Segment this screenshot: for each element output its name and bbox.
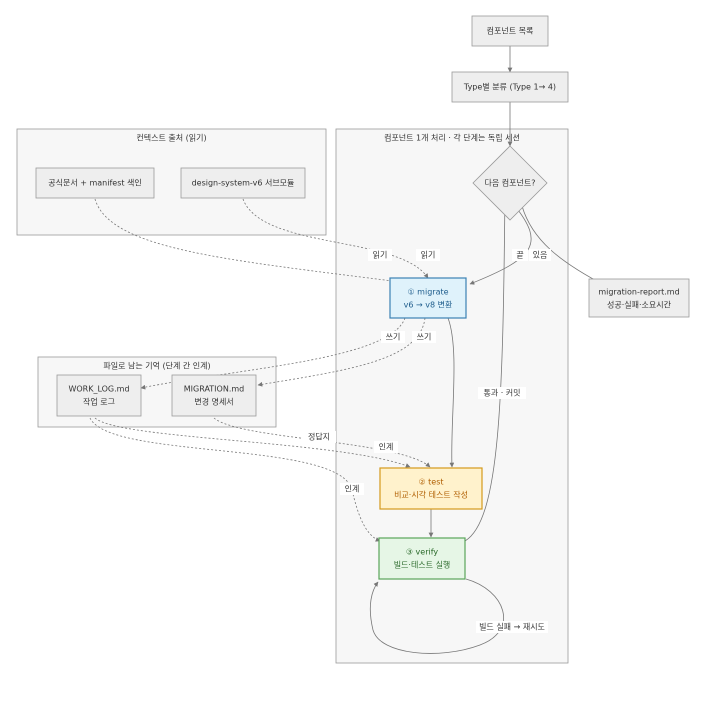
cluster-context-title: 컨텍스트 출처 (읽기) bbox=[136, 133, 206, 143]
node-migration-md: MIGRATION.md 변경 명세서 bbox=[171, 374, 257, 417]
node-design-system-label: design-system-v6 서브모듈 bbox=[192, 179, 295, 188]
node-migration-report: migration-report.md 성공·실패·소요시간 bbox=[588, 278, 690, 318]
node-verify: ③ verify 빌드·테스트 실행 bbox=[378, 537, 466, 580]
node-component-list: 컴포넌트 목록 bbox=[471, 15, 549, 47]
label-read-1: 읽기 bbox=[373, 251, 388, 260]
node-migration-md-line1: MIGRATION.md bbox=[184, 385, 245, 394]
node-migrate-line2: v6 → v8 변환 bbox=[404, 300, 453, 310]
label-end: 끝 bbox=[516, 251, 523, 260]
node-work-log-box bbox=[56, 374, 142, 417]
node-migrate-box bbox=[389, 277, 467, 319]
edge-worklog-to-test bbox=[94, 417, 411, 468]
node-next-component-decision: 다음 컴포넌트? bbox=[472, 145, 548, 221]
node-type-classify-box bbox=[451, 71, 569, 103]
label-handoff-1: 인계 bbox=[379, 442, 394, 452]
node-test-line2: 비교·시각 테스트 작성 bbox=[394, 490, 468, 500]
node-next-component-label: 다음 컴포넌트? bbox=[485, 179, 536, 188]
node-component-list-box bbox=[471, 15, 549, 47]
cluster-session-title: 컴포넌트 1개 처리 · 각 단계는 독립 세션 bbox=[384, 133, 520, 143]
node-official-docs-label: 공식문서 + manifest 색인 bbox=[48, 178, 142, 188]
label-build-fail-retry: 빌드 실패 → 재시도 bbox=[479, 622, 545, 632]
edge-verify-retry-loop bbox=[369, 578, 504, 654]
node-component-list-label: 컴포넌트 목록 bbox=[487, 27, 534, 36]
edge-migrate-to-test bbox=[447, 317, 455, 468]
edge-migrate-write-migration bbox=[257, 317, 426, 387]
node-migration-report-box bbox=[588, 278, 690, 318]
cluster-session-frame bbox=[335, 128, 569, 664]
label-handoff-2: 인계 bbox=[345, 484, 360, 494]
node-migration-report-line1: migration-report.md bbox=[598, 288, 679, 297]
node-verify-line2: 빌드·테스트 실행 bbox=[394, 560, 451, 570]
node-official-docs-box bbox=[35, 167, 155, 199]
node-work-log-line2: 작업 로그 bbox=[83, 397, 115, 407]
label-remaining: 있음 bbox=[533, 250, 548, 260]
edge-labels: 읽기 읽기 끝 있음 쓰기 쓰기 정답지 인계 인계 통과 · 커밋 빌드 실패… bbox=[302, 249, 551, 633]
label-write-2: 쓰기 bbox=[417, 333, 432, 342]
node-design-system: design-system-v6 서브모듈 bbox=[180, 167, 306, 199]
node-test-line1: ② test bbox=[418, 478, 443, 487]
node-migration-md-box bbox=[171, 374, 257, 417]
cluster-memory-title: 파일로 남는 기억 (단계 간 인계) bbox=[103, 361, 210, 371]
node-migration-md-line2: 변경 명세서 bbox=[194, 397, 233, 407]
node-verify-line1: ③ verify bbox=[406, 548, 439, 557]
node-migration-report-line2: 성공·실패·소요시간 bbox=[607, 300, 672, 310]
node-work-log: WORK_LOG.md 작업 로그 bbox=[56, 374, 142, 417]
label-answer-key: 정답지 bbox=[308, 432, 330, 442]
node-migrate: ① migrate v6 → v8 변환 bbox=[389, 277, 467, 319]
node-test: ② test 비교·시각 테스트 작성 bbox=[379, 467, 483, 510]
node-work-log-line1: WORK_LOG.md bbox=[68, 385, 129, 394]
edge-verify-to-decision bbox=[464, 189, 508, 542]
node-type-classify-label: Type별 분류 (Type 1→ 4) bbox=[463, 82, 556, 92]
label-write-1: 쓰기 bbox=[386, 333, 401, 342]
edge-decision-to-migrate bbox=[469, 205, 532, 285]
edge-docs-read bbox=[94, 198, 401, 284]
node-type-classify: Type별 분류 (Type 1→ 4) bbox=[451, 71, 569, 103]
edge-design-read bbox=[242, 198, 429, 279]
node-next-component-diamond bbox=[472, 145, 548, 221]
label-read-2: 읽기 bbox=[421, 251, 436, 260]
node-test-box bbox=[379, 467, 483, 510]
edge-worklog-to-verify bbox=[89, 417, 381, 542]
label-pass-commit: 통과 · 커밋 bbox=[483, 388, 520, 398]
node-design-system-box bbox=[180, 167, 306, 199]
node-verify-box bbox=[378, 537, 466, 580]
node-migrate-line1: ① migrate bbox=[407, 288, 448, 297]
cluster-session: 컴포넌트 1개 처리 · 각 단계는 독립 세션 bbox=[335, 128, 569, 664]
node-official-docs: 공식문서 + manifest 색인 bbox=[35, 167, 155, 199]
